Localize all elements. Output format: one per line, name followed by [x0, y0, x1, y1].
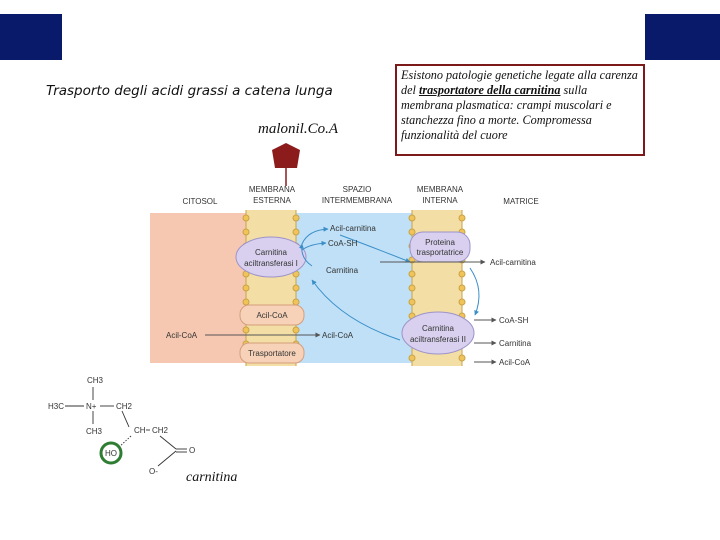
carnitine-structure: CH3 H3C N+ CH2 CH3 CH CH2 HO O O- — [48, 376, 195, 476]
cat2-label-1: Carnitina — [422, 324, 455, 333]
atom-ho: HO — [105, 449, 117, 458]
label-matrice: MATRICE — [503, 197, 538, 206]
arrow-curve-matrix — [469, 267, 480, 316]
label-carnitina-mid: Carnitina — [326, 266, 359, 275]
label-acil-coa-left: Acil-CoA — [166, 331, 198, 340]
trasportatore-label: Trasportatore — [248, 349, 296, 358]
inhibitor-hexagon — [272, 143, 300, 168]
carnitine-acyltransferase-1 — [235, 236, 307, 278]
atom-ch3-bottom: CH3 — [86, 427, 103, 436]
arrow-coash — [301, 240, 327, 251]
corner-block-left — [0, 14, 62, 60]
arrow-to-inner — [339, 234, 411, 263]
label-membrana-esterna-2: ESTERNA — [253, 196, 291, 205]
label-spazio-1: SPAZIO — [343, 185, 372, 194]
atom-n-plus: N+ — [86, 402, 97, 411]
atom-h3c: H3C — [48, 402, 64, 411]
label-citosol: CITOSOL — [183, 197, 219, 206]
acil-coa-box-label: Acil-CoA — [256, 311, 288, 320]
cat2-label-2: aciltransferasi II — [410, 335, 466, 344]
label-acil-carnitina-right: Acil-carnitina — [490, 258, 536, 267]
label-acil-coa-right: Acil-CoA — [499, 358, 531, 367]
note-text-2: sulla membrana plasmatica: crampi muscol… — [401, 83, 612, 142]
arrow-carnitina-back — [311, 279, 401, 341]
note-text-1: Esistono patologie genetiche legate alla… — [401, 68, 638, 97]
note-box: Esistono patologie genetiche legate alla… — [395, 64, 645, 156]
arrow-acil-carnitina — [301, 226, 329, 245]
label-membrana-interna-1: MEMBRANA — [417, 185, 464, 194]
acil-coa-box — [239, 304, 305, 326]
corner-block-right — [645, 14, 720, 60]
label-membrana-esterna-1: MEMBRANA — [249, 185, 296, 194]
label-spazio-2: INTERMEMBRANA — [322, 196, 393, 205]
atom-ch3-top: CH3 — [87, 376, 104, 385]
oh-highlight-circle — [99, 441, 123, 465]
atom-o-minus: O- — [149, 467, 158, 476]
atom-o-double: O — [189, 446, 195, 455]
cat1-label-2: aciltransferasi I — [244, 259, 298, 268]
atom-ch: CH — [134, 426, 146, 435]
atom-ch2-b: CH2 — [152, 426, 169, 435]
outer-membrane — [246, 210, 296, 366]
carnitina-label: carnitina — [186, 470, 238, 485]
label-membrana-interna-2: INTERNA — [422, 196, 458, 205]
proteina-label-1: Proteina — [425, 238, 455, 247]
note-text-bold: trasportatore della carnitina — [418, 83, 561, 97]
arrow-carnitina-up — [298, 243, 313, 267]
label-coash-right: CoA-SH — [499, 316, 529, 325]
cat1-label-1: Carnitina — [255, 248, 288, 257]
trasportatore-box — [239, 342, 305, 364]
proteina-trasportatrice — [409, 231, 471, 263]
proteina-label-2: trasportatrice — [417, 248, 464, 257]
label-acil-carnitina-top: Acil-carnitina — [330, 224, 376, 233]
label-coash-top: CoA-SH — [328, 239, 358, 248]
label-carnitina-right: Carnitina — [499, 339, 532, 348]
label-acil-coa-mid: Acil-CoA — [322, 331, 354, 340]
carnitine-acyltransferase-2 — [401, 311, 475, 355]
atom-ch2-a: CH2 — [116, 402, 133, 411]
page-title: Trasporto degli acidi grassi a catena lu… — [46, 83, 333, 99]
inhibitor-label: malonil.Co.A — [258, 121, 339, 137]
